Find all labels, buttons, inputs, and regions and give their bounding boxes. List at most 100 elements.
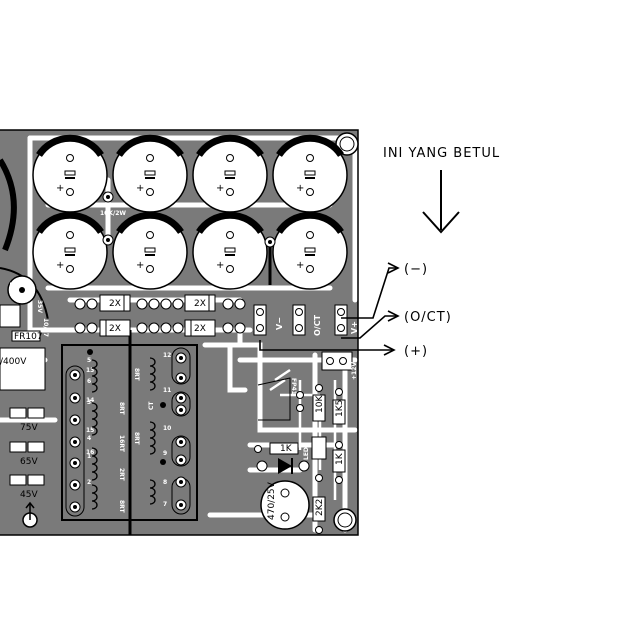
tap-label: 14 — [86, 397, 94, 404]
annotation-title: INI YANG BETUL — [383, 146, 500, 161]
ohm-label: 8RT — [133, 432, 140, 446]
electrolytic-capacitor: + — [32, 134, 108, 213]
terminal-vminus: V− — [253, 304, 284, 336]
ohm-label: 16RT — [118, 435, 125, 453]
tap-label: 10 — [163, 425, 171, 432]
diode-label: 2X — [194, 299, 206, 309]
tap-label: 3 — [87, 399, 91, 406]
output-terminal-block: V− O/CT V+ — [253, 304, 359, 336]
down-arrow-icon — [422, 170, 460, 234]
tap-label: 2 — [87, 479, 91, 486]
annotation: INI YANG BETUL (−) (O/CT) (+) — [259, 146, 500, 359]
diode-row: 2X 2X 2X 2X — [74, 294, 246, 337]
electrolytic-capacitor: + — [192, 211, 268, 290]
coil-column-left — [91, 359, 98, 510]
transformer-outline — [0, 158, 17, 252]
diode-label: 2X — [194, 324, 206, 334]
tap-label: 5 — [87, 357, 91, 364]
capacitor-bank: ++++++++ — [32, 134, 348, 290]
mounting-hole — [333, 508, 357, 532]
tap-label: 7 — [163, 501, 167, 508]
psu-section: +12V FP41 10K 1K5 1K 1K 2K2 — [254, 351, 358, 534]
edge-label: 35V — [36, 300, 43, 313]
polarity-plus: + — [136, 183, 144, 194]
psu-cap-label: 470/25V — [267, 481, 277, 520]
left-edge-components: 2.5V 35V 10/47 FR107 /400V — [0, 275, 49, 391]
polarity-plus: + — [56, 183, 64, 194]
tap-label: 4 — [87, 435, 91, 442]
diode: 2X — [99, 294, 131, 312]
terminal-label-vminus: V− — [275, 317, 284, 330]
diode: 2X — [99, 319, 131, 337]
ohm-label: 8RT — [118, 402, 125, 416]
coil-column-right — [149, 357, 156, 505]
tap-column-right: 12 11 10 9 8 7 — [163, 347, 191, 515]
resistor: 1K — [269, 442, 299, 455]
edge-label: 10/47 — [42, 318, 49, 337]
tap-label: 1 — [87, 453, 91, 460]
ohm-label: 2RT — [118, 468, 125, 482]
zener-diode — [256, 458, 310, 474]
resistor-label: 1K5 — [335, 400, 345, 417]
resistor-label: 1K — [335, 452, 345, 465]
polarity-plus: + — [136, 260, 144, 271]
ohm-label: 8RT — [118, 500, 125, 514]
terminal-label-oct: O/CT — [313, 314, 322, 336]
tap-label: 9 — [163, 450, 167, 457]
arrow-right-icon — [383, 344, 396, 356]
terminal-label-vplus: V+ — [350, 321, 359, 334]
mounting-hole — [335, 132, 359, 156]
leader-lines — [259, 267, 398, 351]
voltage-label-65v: 65V — [20, 457, 38, 467]
polarity-plus: + — [296, 260, 304, 271]
tap-label: 16 — [86, 449, 94, 456]
fuse-label: FR107 — [14, 332, 43, 342]
diode: 2X — [184, 319, 216, 337]
electrolytic-capacitor: + — [272, 211, 348, 290]
edge-label: 2.5V — [8, 282, 15, 298]
resistor-label: 2K2 — [315, 499, 325, 516]
psu-label-fp: FP41 — [290, 378, 297, 395]
ohm-label-vertical: 8RT — [133, 368, 140, 382]
junction-resistor: 10K/2W — [100, 191, 126, 246]
pcb-board: ++++++++ 10K/2W 2X 2X — [0, 129, 359, 536]
resistor: 10K — [312, 394, 326, 422]
polarity-plus: + — [216, 183, 224, 194]
resistor: 1K — [332, 449, 346, 473]
polarity-plus: + — [216, 260, 224, 271]
board-outline — [0, 129, 359, 536]
annotation-label-oct: (O/CT) — [404, 310, 452, 325]
tap-label: 8 — [163, 479, 167, 486]
voltage-label-45v: 45V — [20, 490, 38, 500]
terminal-oct: O/CT — [292, 304, 322, 336]
voltage-taps: 75V 65V 45V — [9, 407, 45, 528]
ct-label: CT — [148, 401, 155, 410]
tap-label: 13 — [86, 367, 94, 374]
tap-label: 12 — [163, 352, 171, 359]
arrow-right-icon — [387, 262, 400, 274]
resistor: 2K2 — [312, 496, 326, 522]
resistor-label: 10K — [315, 395, 325, 413]
diode-label: 2X — [109, 324, 121, 334]
psu-pads — [254, 384, 343, 534]
arrow-up-icon — [22, 501, 38, 528]
electrolytic-capacitor: + — [112, 211, 188, 290]
electrolytic-capacitor: + — [272, 134, 348, 213]
voltage-label-75v: 75V — [20, 423, 38, 433]
annotation-label-positive: (+) — [404, 344, 428, 359]
electrolytic-capacitor: + — [192, 134, 268, 213]
electrolytic-capacitor: + — [112, 134, 188, 213]
diode: 2X — [184, 294, 216, 312]
tap-label: 6 — [87, 378, 91, 385]
voltage-partial-label: /400V — [0, 357, 27, 367]
arrow-right-icon — [387, 310, 400, 322]
annotation-label-negative: (−) — [404, 262, 428, 277]
diode-label: 2X — [109, 299, 121, 309]
tap-label: 15 — [86, 427, 94, 434]
terminal-vplus: V+ — [334, 304, 359, 336]
tap-label: 11 — [163, 387, 171, 394]
